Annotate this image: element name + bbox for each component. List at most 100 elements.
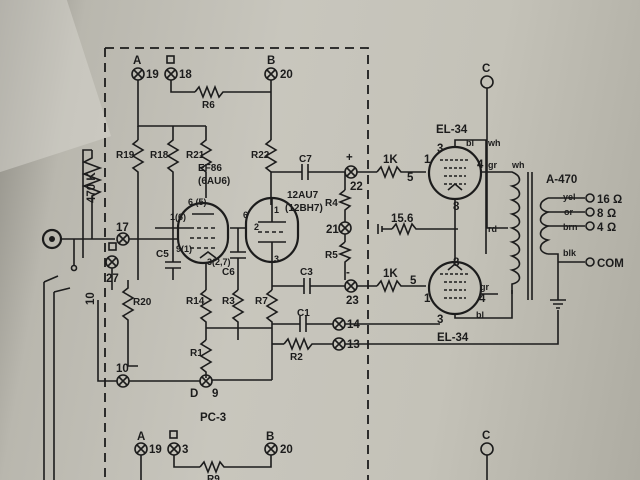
- resistor-R7: [265, 289, 279, 380]
- tap-16: 16 Ω: [597, 194, 622, 206]
- R2-label: R2: [290, 352, 303, 363]
- terminal-17: [116, 232, 130, 246]
- output-transformer: [498, 171, 551, 300]
- pin-2-12au7: 2: [254, 222, 259, 232]
- capacitor-C1: [299, 316, 333, 332]
- svg-text:Ω: Ω: [607, 222, 616, 234]
- resistor-R5: [337, 241, 353, 280]
- terminal-9: [199, 374, 213, 388]
- svg-text:16: 16: [597, 194, 610, 206]
- wire-gr-top: gr: [488, 160, 497, 170]
- resistor-R3: [231, 289, 245, 328]
- terminal-A-label: A: [133, 55, 141, 67]
- terminal-A-bottom-label: A: [137, 431, 145, 443]
- input-jack: [41, 228, 63, 250]
- resistor-R18: [166, 126, 180, 250]
- pin-3-bottom: 3: [437, 314, 443, 326]
- resistor-1k-bottom: [376, 278, 426, 294]
- R14-label: R14: [186, 296, 205, 307]
- tube-ef86: [176, 201, 230, 265]
- resistor-R14: [199, 289, 213, 340]
- plus-label: +: [346, 152, 353, 164]
- R20-label: R20: [133, 297, 152, 308]
- pin-9-1: 9(1): [176, 244, 192, 254]
- terminal-13: [332, 337, 346, 351]
- svg-text:Ω: Ω: [607, 208, 616, 220]
- terminal-21-label: 21: [326, 224, 339, 236]
- terminal-14: [332, 317, 346, 331]
- pin-6-5: 6 (5): [188, 197, 207, 207]
- resistor-1k-top: [376, 164, 426, 180]
- resistor-R20: [121, 280, 135, 366]
- terminal-B-bottom-label: B: [266, 431, 274, 443]
- pin-3-12au7: 3: [274, 254, 279, 264]
- terminal-19-label: 19: [146, 69, 159, 81]
- resistor-470k: [81, 150, 103, 239]
- terminal-13-label: 13: [347, 339, 360, 351]
- terminal-C-top-label: C: [482, 63, 490, 75]
- terminal-20-top: [264, 67, 278, 81]
- minus-label: -: [346, 267, 350, 279]
- el34-bottom-label: EL-34: [437, 332, 469, 344]
- terminal-18: [164, 55, 178, 81]
- resistor-R21: [199, 126, 213, 198]
- resistor-R22: [264, 139, 278, 205]
- R4-label: R4: [325, 198, 338, 209]
- terminal-23-label: 23: [346, 295, 359, 307]
- resistor-R19: [131, 139, 145, 200]
- C3-label: C3: [300, 267, 313, 278]
- terminal-22-label: 22: [350, 181, 363, 193]
- terminal-20-bottom-label: 20: [280, 444, 293, 456]
- R22-label: R22: [251, 150, 270, 161]
- pin-8-bottom: 8: [453, 257, 460, 269]
- R9-label: R9: [207, 474, 220, 480]
- board-label: PC-3: [200, 412, 226, 424]
- terminal-3-label: 3: [182, 444, 188, 456]
- wire-gr-bottom: gr: [480, 282, 489, 292]
- terminal-19-bottom-label: 19: [149, 444, 162, 456]
- wire-wh-top: wh: [487, 138, 501, 148]
- bias-label: 15.6: [391, 213, 413, 225]
- R18-label: R18: [150, 150, 169, 161]
- terminal-10-side-label: 10: [85, 292, 97, 305]
- R19-label: R19: [116, 150, 135, 161]
- wire-bl-bottom: bl: [476, 310, 484, 320]
- ef86-alt-label: (6AU6): [198, 176, 230, 187]
- 12au7-alt-label: (12BH7): [285, 203, 323, 214]
- R6-label: R6: [202, 100, 215, 111]
- terminal-D-label: D: [190, 388, 198, 400]
- pin-1-12au7: 1: [274, 205, 279, 215]
- terminal-17-label: 17: [116, 222, 129, 234]
- ef86-label: EF86: [198, 163, 222, 174]
- capacitor-C7: [301, 164, 345, 180]
- tap-4: 4 Ω: [597, 222, 616, 234]
- terminal-10-label: 10: [116, 363, 129, 375]
- terminal-10: [116, 374, 130, 388]
- C7-label: C7: [299, 154, 312, 165]
- resistor-R6: [194, 84, 271, 100]
- pin-3-27: 3(2,7): [207, 257, 231, 267]
- tap-8: 8 Ω: [597, 208, 616, 220]
- pin-8-top: 8: [453, 201, 460, 213]
- tap-com: COM: [597, 258, 624, 270]
- bias-resistor: [391, 221, 458, 237]
- tap-blk: blk: [563, 248, 577, 258]
- C5-label: C5: [156, 249, 169, 260]
- R7-label: R7: [255, 296, 268, 307]
- tube-12au7: [244, 196, 300, 264]
- terminal-3: [167, 430, 181, 456]
- tap-brn: brn: [563, 222, 578, 232]
- pin-6-12au7: 6: [243, 210, 248, 220]
- C6-label: C6: [222, 267, 235, 278]
- pin-1-6: 1(6): [170, 212, 186, 222]
- terminal-19-bottom: [134, 442, 148, 456]
- terminal-21: [338, 221, 352, 235]
- capacitor-C3: [303, 278, 345, 294]
- terminal-C-bottom-label: C: [482, 430, 490, 442]
- terminal-18-label: 18: [179, 69, 192, 81]
- terminal-19-top: [131, 67, 145, 81]
- tap-yel: yel: [563, 192, 576, 202]
- pin-5-top: 5: [407, 172, 414, 184]
